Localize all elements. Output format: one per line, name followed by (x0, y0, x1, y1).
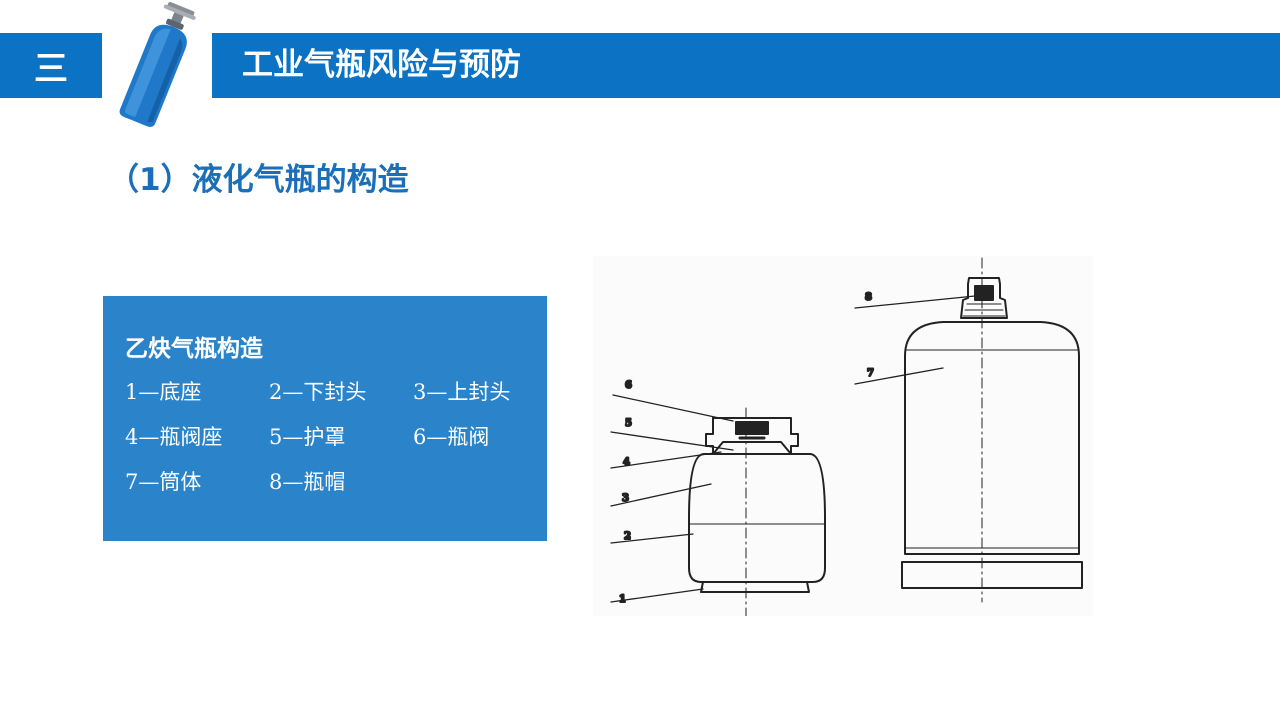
label-7: 7 (867, 368, 874, 379)
part-item: 2—下封头 (269, 380, 367, 404)
section-number-box: 三 (0, 33, 102, 98)
label-8: 8 (865, 292, 872, 303)
page-title: 工业气瓶风险与预防 (242, 47, 521, 83)
section-subtitle: （1）液化气瓶的构造 (108, 162, 409, 198)
part-item: 8—瓶帽 (269, 470, 346, 494)
parts-list: 1—底座 2—下封头 3—上封头 4—瓶阀座 5—护罩 6—瓶阀 7—筒体 8—… (125, 376, 557, 511)
header-bar: 工业气瓶风险与预防 (212, 33, 1280, 98)
info-box-title: 乙炔气瓶构造 (125, 336, 263, 362)
label-1: 1 (619, 594, 626, 605)
label-3: 3 (622, 493, 629, 504)
tall-cylinder-drawing (901, 257, 1083, 603)
cylinder-structure-diagram: 6 5 4 3 2 1 8 7 (593, 256, 1093, 616)
label-2: 2 (624, 531, 631, 542)
part-item: 1—底座 (125, 380, 202, 404)
parts-info-box: 乙炔气瓶构造 1—底座 2—下封头 3—上封头 4—瓶阀座 5—护罩 6—瓶阀 … (103, 296, 547, 541)
label-4: 4 (623, 457, 630, 468)
part-item: 4—瓶阀座 (125, 425, 223, 449)
small-cylinder-drawing (688, 407, 826, 616)
label-5: 5 (625, 418, 632, 429)
gas-cylinder-icon (119, 2, 196, 127)
part-item: 6—瓶阀 (413, 425, 490, 449)
part-item: 5—护罩 (269, 425, 346, 449)
section-number: 三 (34, 49, 68, 89)
part-item: 7—筒体 (125, 470, 202, 494)
label-6: 6 (625, 380, 632, 391)
part-item: 3—上封头 (413, 380, 511, 404)
